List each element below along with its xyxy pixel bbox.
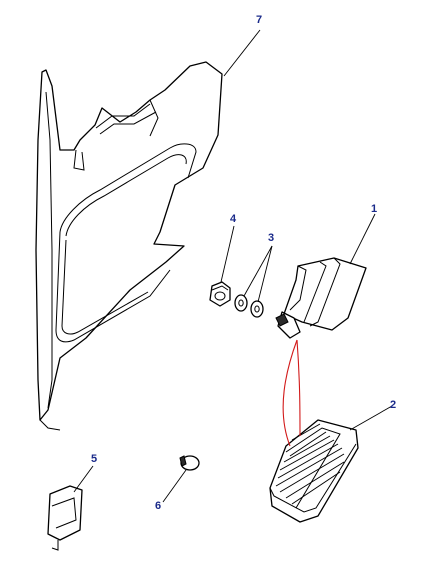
leader-lines <box>73 29 393 503</box>
part-5-clip <box>47 485 83 551</box>
part-2-pedal-pad <box>269 419 359 523</box>
callout-3: 3 <box>268 232 275 244</box>
callout-2: 2 <box>390 399 397 411</box>
routing-lines <box>282 339 301 447</box>
part-4-nut <box>209 281 231 307</box>
callout-1: 1 <box>371 203 378 215</box>
part-3-washers <box>234 294 264 318</box>
callout-7: 7 <box>256 14 263 26</box>
part-6-push-fastener <box>179 455 200 471</box>
part-7-side-panel <box>35 61 223 431</box>
callout-5: 5 <box>91 453 98 465</box>
callout-6: 6 <box>155 500 162 512</box>
callout-4: 4 <box>230 213 237 225</box>
part-1-pedal-bracket <box>275 257 367 339</box>
